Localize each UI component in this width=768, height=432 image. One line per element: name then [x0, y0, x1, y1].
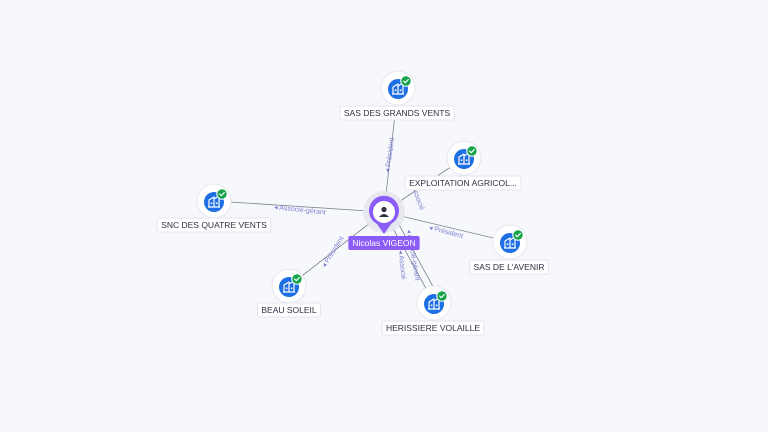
company-label: HERISSIERE VOLAILLE: [381, 320, 485, 336]
edge-label: ◂ Associé-gérant: [274, 204, 326, 216]
check-badge-icon: [436, 290, 448, 302]
edge-line: [213, 200, 385, 213]
company-node-sas-de-lavenir[interactable]: SAS DE L'AVENIR: [469, 224, 549, 275]
company-label: EXPLOITATION AGRICOL...: [404, 175, 522, 191]
company-node-beau-soleil[interactable]: BEAU SOLEIL: [256, 268, 322, 318]
company-label-text: EXPLOITATION AGRICOL...: [409, 178, 517, 188]
company-node-snc-des-quatre-vents[interactable]: SNC DES QUATRE VENTS: [156, 183, 272, 233]
company-node-herissiere-volaille[interactable]: HERISSIERE VOLAILLE: [381, 285, 485, 336]
person-icon: [379, 206, 389, 217]
company-node-exploitation-agricol[interactable]: EXPLOITATION AGRICOL...: [404, 140, 522, 191]
company-node-sas-des-grands-vents[interactable]: SAS DES GRANDS VENTS: [339, 70, 455, 121]
company-label: SAS DES GRANDS VENTS: [339, 105, 455, 121]
person-label: Nicolas VIGEON: [348, 236, 420, 250]
check-badge-icon: [291, 273, 303, 285]
edge-label: ◂ Président: [384, 137, 396, 173]
company-label: SNC DES QUATRE VENTS: [156, 217, 272, 233]
edge-label: ◂ Président: [321, 235, 346, 268]
company-label-text: SAS DES GRANDS VENTS: [344, 108, 451, 118]
company-label: BEAU SOLEIL: [256, 302, 322, 318]
nodes-layer: SAS DES GRANDS VENTS EXPLOITATION AGRICOL…: [156, 70, 549, 336]
check-badge-icon: [400, 75, 412, 87]
company-label-text: BEAU SOLEIL: [261, 305, 317, 315]
check-badge-icon: [512, 229, 524, 241]
check-badge-icon: [466, 145, 478, 157]
company-label-text: SAS DE L'AVENIR: [474, 262, 545, 272]
company-label: SAS DE L'AVENIR: [469, 259, 549, 275]
person-label-text: Nicolas VIGEON: [352, 238, 415, 248]
check-badge-icon: [216, 188, 228, 200]
company-label-text: SNC DES QUATRE VENTS: [161, 220, 267, 230]
person-node[interactable]: Nicolas VIGEON: [348, 191, 420, 250]
edge-line: [383, 211, 511, 243]
company-label-text: HERISSIERE VOLAILLE: [386, 323, 480, 333]
edge-label: ◂ Associé: [397, 250, 407, 280]
